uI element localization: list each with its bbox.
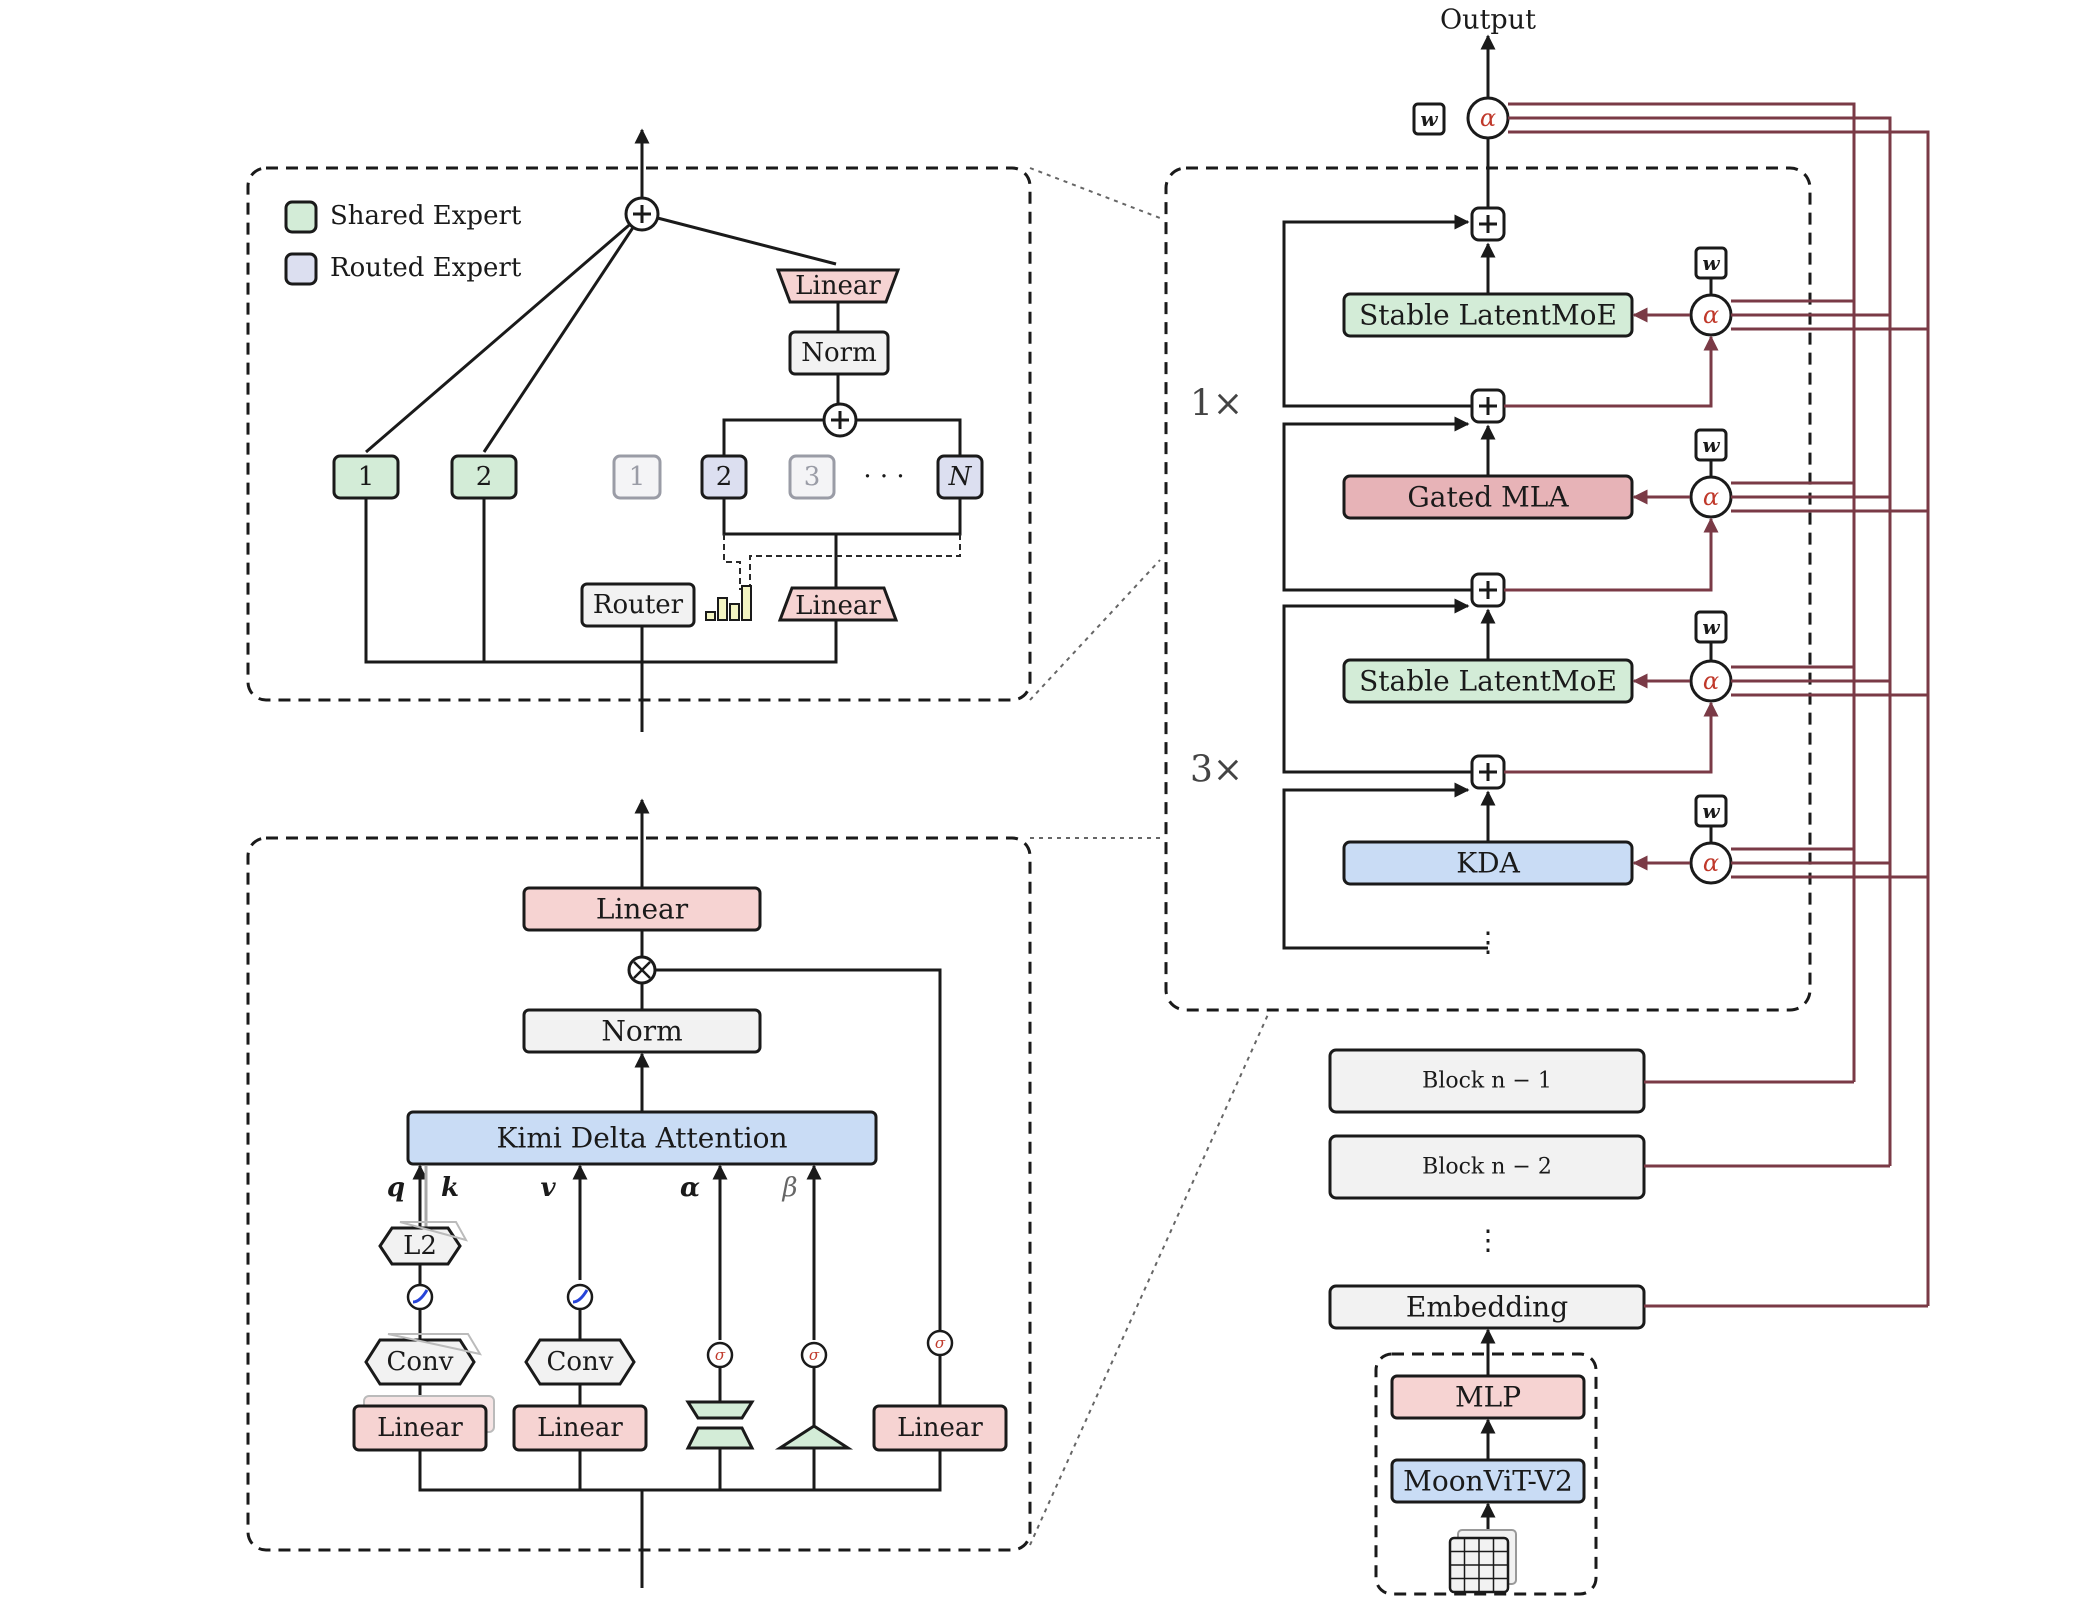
- q-label: q: [387, 1173, 405, 1203]
- legend-routed-expert: Routed Expert: [330, 253, 522, 283]
- svg-text:w: w: [1702, 799, 1720, 823]
- moe-norm-label: Norm: [801, 338, 877, 368]
- routed-expert-1-label: 1: [629, 462, 646, 492]
- shared-expert-1: [332, 454, 400, 500]
- svg-text:α: α: [1703, 301, 1719, 329]
- sigmoid-gate-label: σ: [935, 1334, 946, 1352]
- shared-expert-2: [450, 454, 518, 500]
- beta-label: β: [781, 1173, 797, 1203]
- top-alpha-label: α: [1480, 104, 1496, 132]
- layer-3-label: Stable LatentMoE: [1359, 665, 1617, 698]
- layer-gated-mla: [1342, 474, 1634, 520]
- kimi-delta-attention-label: Kimi Delta Attention: [496, 1122, 787, 1155]
- routed-expert-swatch: [284, 252, 318, 286]
- conv-qk: [364, 1338, 476, 1386]
- kimi-delta-attention: [406, 1110, 878, 1166]
- sum-node-3: [1470, 572, 1506, 608]
- linear-gate-label: Linear: [897, 1413, 983, 1443]
- repeat-3x: 3×: [1190, 750, 1243, 791]
- k-label: k: [441, 1173, 459, 1203]
- layer-stable-latentmoe-1: [1342, 292, 1634, 338]
- l2-label: L2: [403, 1231, 437, 1261]
- beta-proj: [774, 1424, 854, 1450]
- alpha-down-proj: [685, 1400, 755, 1420]
- moonvit-v2-label: MoonViT-V2: [1403, 1465, 1573, 1498]
- conv-qk-label: Conv: [387, 1347, 454, 1377]
- mlp: [1390, 1374, 1586, 1420]
- moe-linear-top-label: Linear: [795, 271, 881, 301]
- top-w-label: w: [1420, 107, 1438, 131]
- mlp-label: MLP: [1455, 1381, 1521, 1414]
- svg-text:α: α: [1703, 483, 1719, 511]
- moe-linear-top: [775, 268, 901, 304]
- layer-stack: Output α w 1× 3× Stable LatentMoE Gated …: [1164, 5, 1930, 1596]
- embedding-label: Embedding: [1406, 1291, 1568, 1324]
- conv-v: [524, 1338, 636, 1386]
- alpha-node-2: w α: [1689, 428, 1733, 519]
- router-label: Router: [593, 590, 684, 620]
- kda-norm-label: Norm: [601, 1015, 682, 1048]
- shared-expert-1-label: 1: [358, 462, 375, 492]
- sum-node-2: [1470, 388, 1506, 424]
- zoom-connectors: [1029, 167, 1271, 1546]
- routed-expert-n-label: N: [948, 462, 973, 492]
- l2-norm: [378, 1226, 462, 1266]
- layer-1-label: Stable LatentMoE: [1359, 299, 1617, 332]
- svg-text:w: w: [1702, 433, 1720, 457]
- sigmoid-beta-label: σ: [809, 1346, 820, 1364]
- image-grid-icon: [1448, 1529, 1517, 1594]
- routed-expert-3: [788, 454, 836, 500]
- repeat-1x: 1×: [1190, 384, 1243, 425]
- sum-node-1: [1470, 206, 1506, 242]
- kda-norm: [522, 1008, 762, 1054]
- linear-qk-label: Linear: [377, 1413, 463, 1443]
- alpha-node-3: w α: [1689, 610, 1733, 703]
- alpha-node-4: w α: [1689, 794, 1733, 885]
- layer-2-label: Gated MLA: [1407, 481, 1569, 514]
- top-w-box: [1412, 102, 1446, 136]
- router: [580, 582, 696, 628]
- output-label: Output: [1440, 5, 1536, 36]
- layer-4-label: KDA: [1456, 847, 1520, 880]
- legend-shared-expert: Shared Expert: [330, 201, 522, 231]
- v-label: v: [540, 1173, 556, 1203]
- sum-node-4: [1470, 754, 1506, 790]
- moonvit-v2: [1390, 1458, 1586, 1504]
- moe-panel: Shared Expert Routed Expert Linear Norm …: [246, 128, 1032, 732]
- alpha-up-proj: [685, 1426, 755, 1450]
- shared-expert-2-label: 2: [476, 462, 493, 492]
- routed-expert-3-label: 3: [804, 462, 821, 492]
- sigmoid-alpha-label: σ: [715, 1346, 726, 1364]
- alpha-label: α: [680, 1173, 700, 1203]
- svg-text:α: α: [1703, 667, 1719, 695]
- moe-linear-bottom: [777, 586, 899, 622]
- blocks-vdots: ⋮: [1474, 1224, 1502, 1257]
- block-n-minus-2-label: Block n − 2: [1422, 1155, 1552, 1180]
- alpha-node-1: w α: [1689, 246, 1733, 337]
- layer-kda: [1342, 840, 1634, 886]
- kda-panel: Linear Norm Kimi Delta Attention q k v α…: [246, 798, 1032, 1588]
- linear-v-label: Linear: [537, 1413, 623, 1443]
- svg-text:w: w: [1702, 615, 1720, 639]
- svg-text:w: w: [1702, 251, 1720, 275]
- svg-text:α: α: [1703, 849, 1719, 877]
- routed-ellipsis: · · ·: [863, 462, 904, 492]
- stack-vdots: ⋮: [1474, 926, 1502, 959]
- block-n-minus-1-label: Block n − 1: [1422, 1069, 1552, 1094]
- conv-v-label: Conv: [547, 1347, 614, 1377]
- moe-linear-bottom-label: Linear: [795, 591, 881, 621]
- layer-stable-latentmoe-2: [1342, 658, 1634, 704]
- routed-expert-1: [612, 454, 662, 500]
- shared-expert-swatch: [284, 200, 318, 234]
- kda-linear-top-label: Linear: [596, 893, 689, 926]
- routed-expert-2-label: 2: [716, 462, 733, 492]
- bar-chart-icon: [705, 585, 752, 621]
